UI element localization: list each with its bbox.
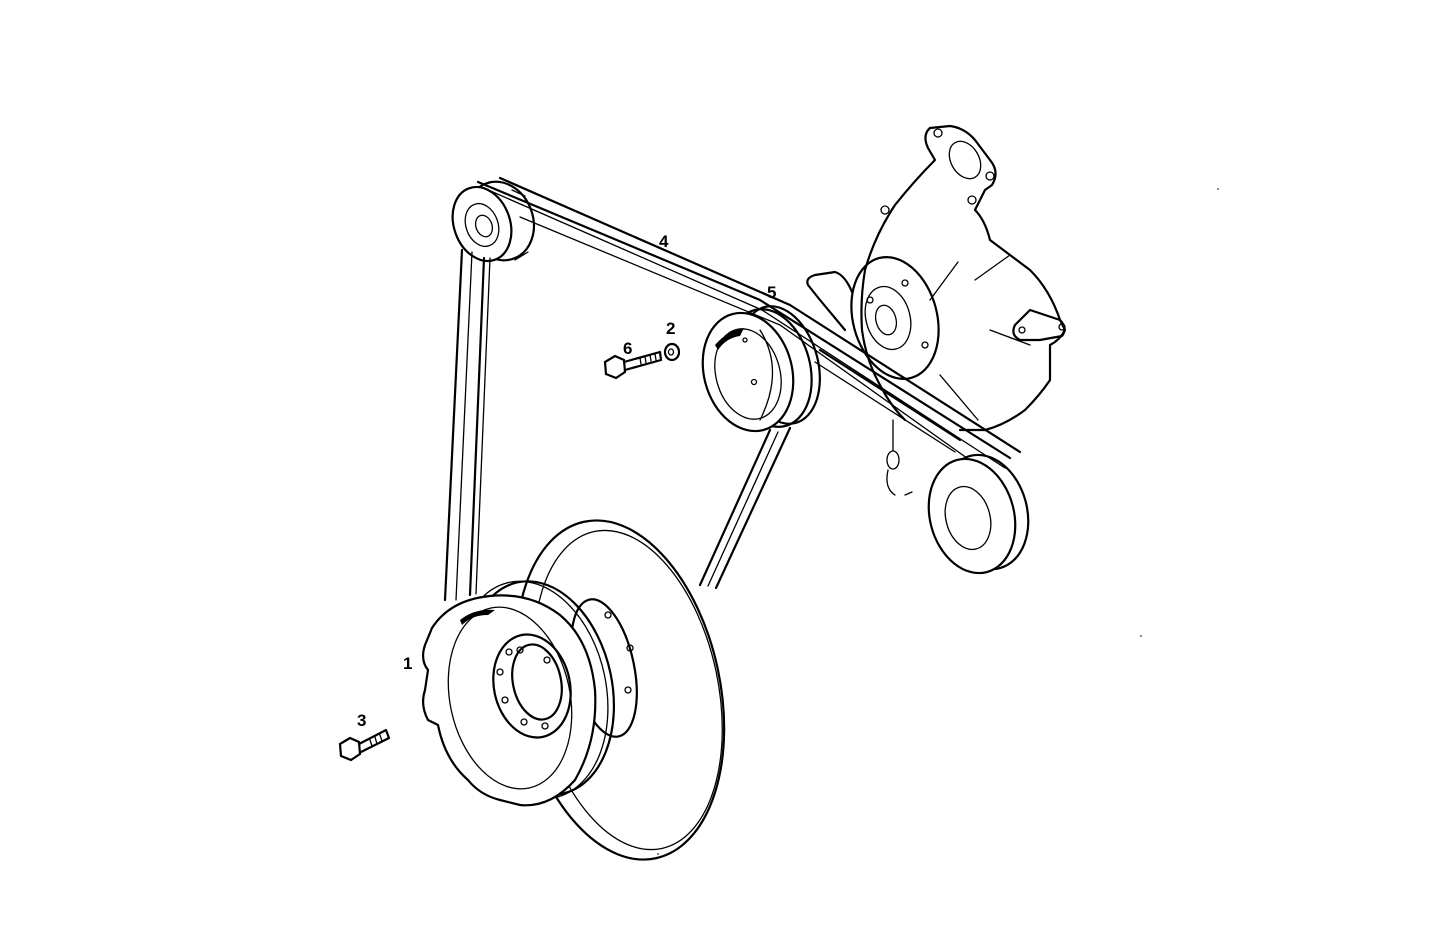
idler-bolt — [603, 350, 663, 380]
idler-pulley — [701, 305, 821, 433]
water-pump — [806, 124, 1067, 575]
washer — [663, 342, 681, 362]
callout-5: 5 — [767, 283, 777, 302]
callout-1: 1 — [403, 654, 413, 673]
top-pulley — [451, 180, 535, 263]
v-belt — [443, 176, 1022, 602]
callout-4: 4 — [659, 232, 669, 251]
crankshaft-pulley — [421, 519, 726, 861]
callout-6: 6 — [623, 339, 633, 358]
callout-3: 3 — [357, 711, 367, 730]
pulley-bolt — [338, 728, 391, 762]
callout-2: 2 — [666, 319, 676, 338]
